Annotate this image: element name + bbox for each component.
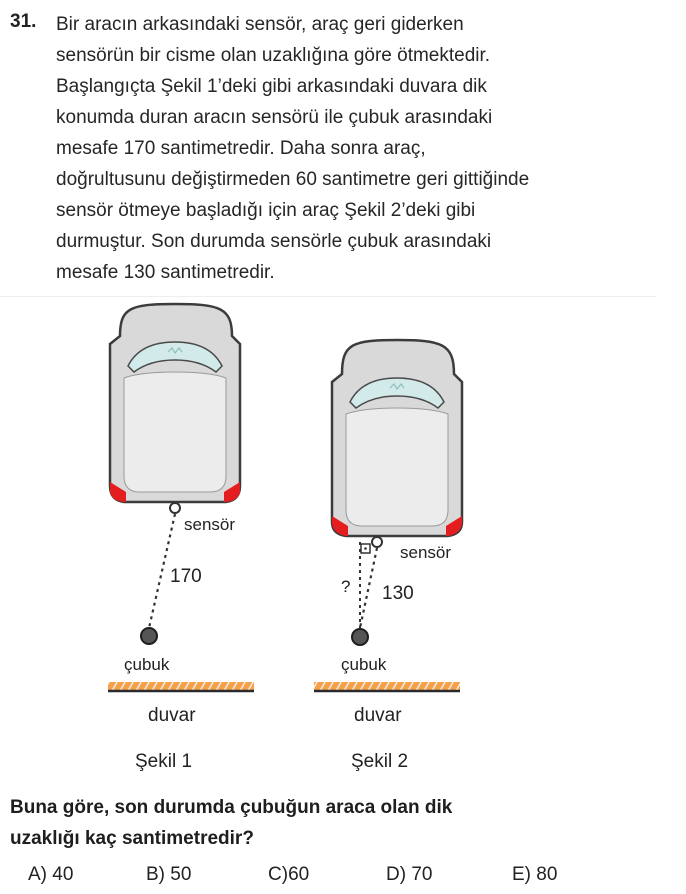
rod-2-icon bbox=[351, 628, 369, 646]
sensor-1-icon bbox=[169, 502, 181, 514]
distance-line-2 bbox=[358, 547, 379, 629]
choice-letter: A) bbox=[28, 864, 47, 885]
tail-light-icon bbox=[110, 482, 126, 502]
wall-label-1: duvar bbox=[148, 705, 196, 726]
question-prompt: Buna göre, son durumda çubuğun araca ola… bbox=[10, 792, 650, 854]
choice-d[interactable]: D) 70 bbox=[386, 864, 432, 886]
question-line: Başlangıçta Şekil 1’deki gibi arkasındak… bbox=[56, 76, 487, 97]
sensor-2-icon bbox=[371, 536, 383, 548]
choice-letter: C) bbox=[268, 864, 289, 885]
tail-light-icon bbox=[446, 516, 462, 536]
figure-1: sensör 170 çubuk duvar Şekil 1 bbox=[108, 302, 254, 772]
sensor-label-1: sensör bbox=[184, 515, 235, 534]
wall-label-2: duvar bbox=[354, 705, 402, 726]
choice-value: 50 bbox=[170, 864, 192, 885]
unknown-label: ? bbox=[341, 577, 350, 596]
tail-light-icon bbox=[332, 516, 348, 536]
choice-e[interactable]: E) 80 bbox=[512, 864, 557, 886]
distance-label-2: 130 bbox=[382, 583, 414, 604]
question-line: doğrultusunu değiştirmeden 60 santimetre… bbox=[56, 169, 530, 190]
choice-value: 70 bbox=[411, 864, 433, 885]
choice-value: 40 bbox=[52, 864, 74, 885]
question-number: 31. bbox=[10, 11, 37, 32]
choice-c[interactable]: C)60 bbox=[268, 864, 309, 886]
wall-2 bbox=[314, 682, 460, 690]
choice-letter: B) bbox=[146, 864, 165, 885]
rod-label-1: çubuk bbox=[124, 655, 170, 674]
car-2 bbox=[330, 338, 464, 538]
question-prompt-line: uzaklığı kaç santimetredir? bbox=[10, 828, 254, 849]
question-line: mesafe 130 santimetredir. bbox=[56, 262, 275, 283]
rod-1-icon bbox=[140, 627, 158, 645]
wall-1 bbox=[108, 682, 254, 690]
figure-2: sensör ? 130 çubuk duvar Şekil 2 bbox=[314, 338, 464, 772]
distance-line-1 bbox=[147, 513, 177, 629]
choice-a[interactable]: A) 40 bbox=[28, 864, 73, 886]
figure-caption-1: Şekil 1 bbox=[135, 751, 192, 772]
choice-value: 60 bbox=[288, 864, 310, 885]
choice-letter: E) bbox=[512, 864, 531, 885]
question-line: durmuştur. Son durumda sensörle çubuk ar… bbox=[56, 231, 492, 252]
car-1 bbox=[108, 302, 242, 504]
sensor-label-2: sensör bbox=[400, 543, 451, 562]
question-text: Bir aracın arkasındaki sensör, araç geri… bbox=[56, 9, 656, 288]
separator bbox=[0, 296, 656, 297]
question-line: Bir aracın arkasındaki sensör, araç geri… bbox=[56, 14, 464, 35]
tail-light-icon bbox=[224, 482, 240, 502]
question-line: sensör ötmeye başladığı için araç Şekil … bbox=[56, 200, 476, 221]
question-line: mesafe 170 santimetredir. Daha sonra ara… bbox=[56, 138, 426, 159]
figure-caption-2: Şekil 2 bbox=[351, 751, 408, 772]
choice-b[interactable]: B) 50 bbox=[146, 864, 191, 886]
rod-label-2: çubuk bbox=[341, 655, 387, 674]
question-line: sensörün bir cisme olan uzaklığına göre … bbox=[56, 45, 491, 66]
choice-letter: D) bbox=[386, 864, 407, 885]
question-prompt-line: Buna göre, son durumda çubuğun araca ola… bbox=[10, 797, 453, 818]
distance-label-1: 170 bbox=[170, 566, 202, 587]
choice-value: 80 bbox=[536, 864, 558, 885]
figure-diagram: sensör 170 çubuk duvar Şekil 1 sensör ? … bbox=[108, 302, 464, 772]
question-line: konumda duran aracın sensörü ile çubuk a… bbox=[56, 107, 493, 128]
